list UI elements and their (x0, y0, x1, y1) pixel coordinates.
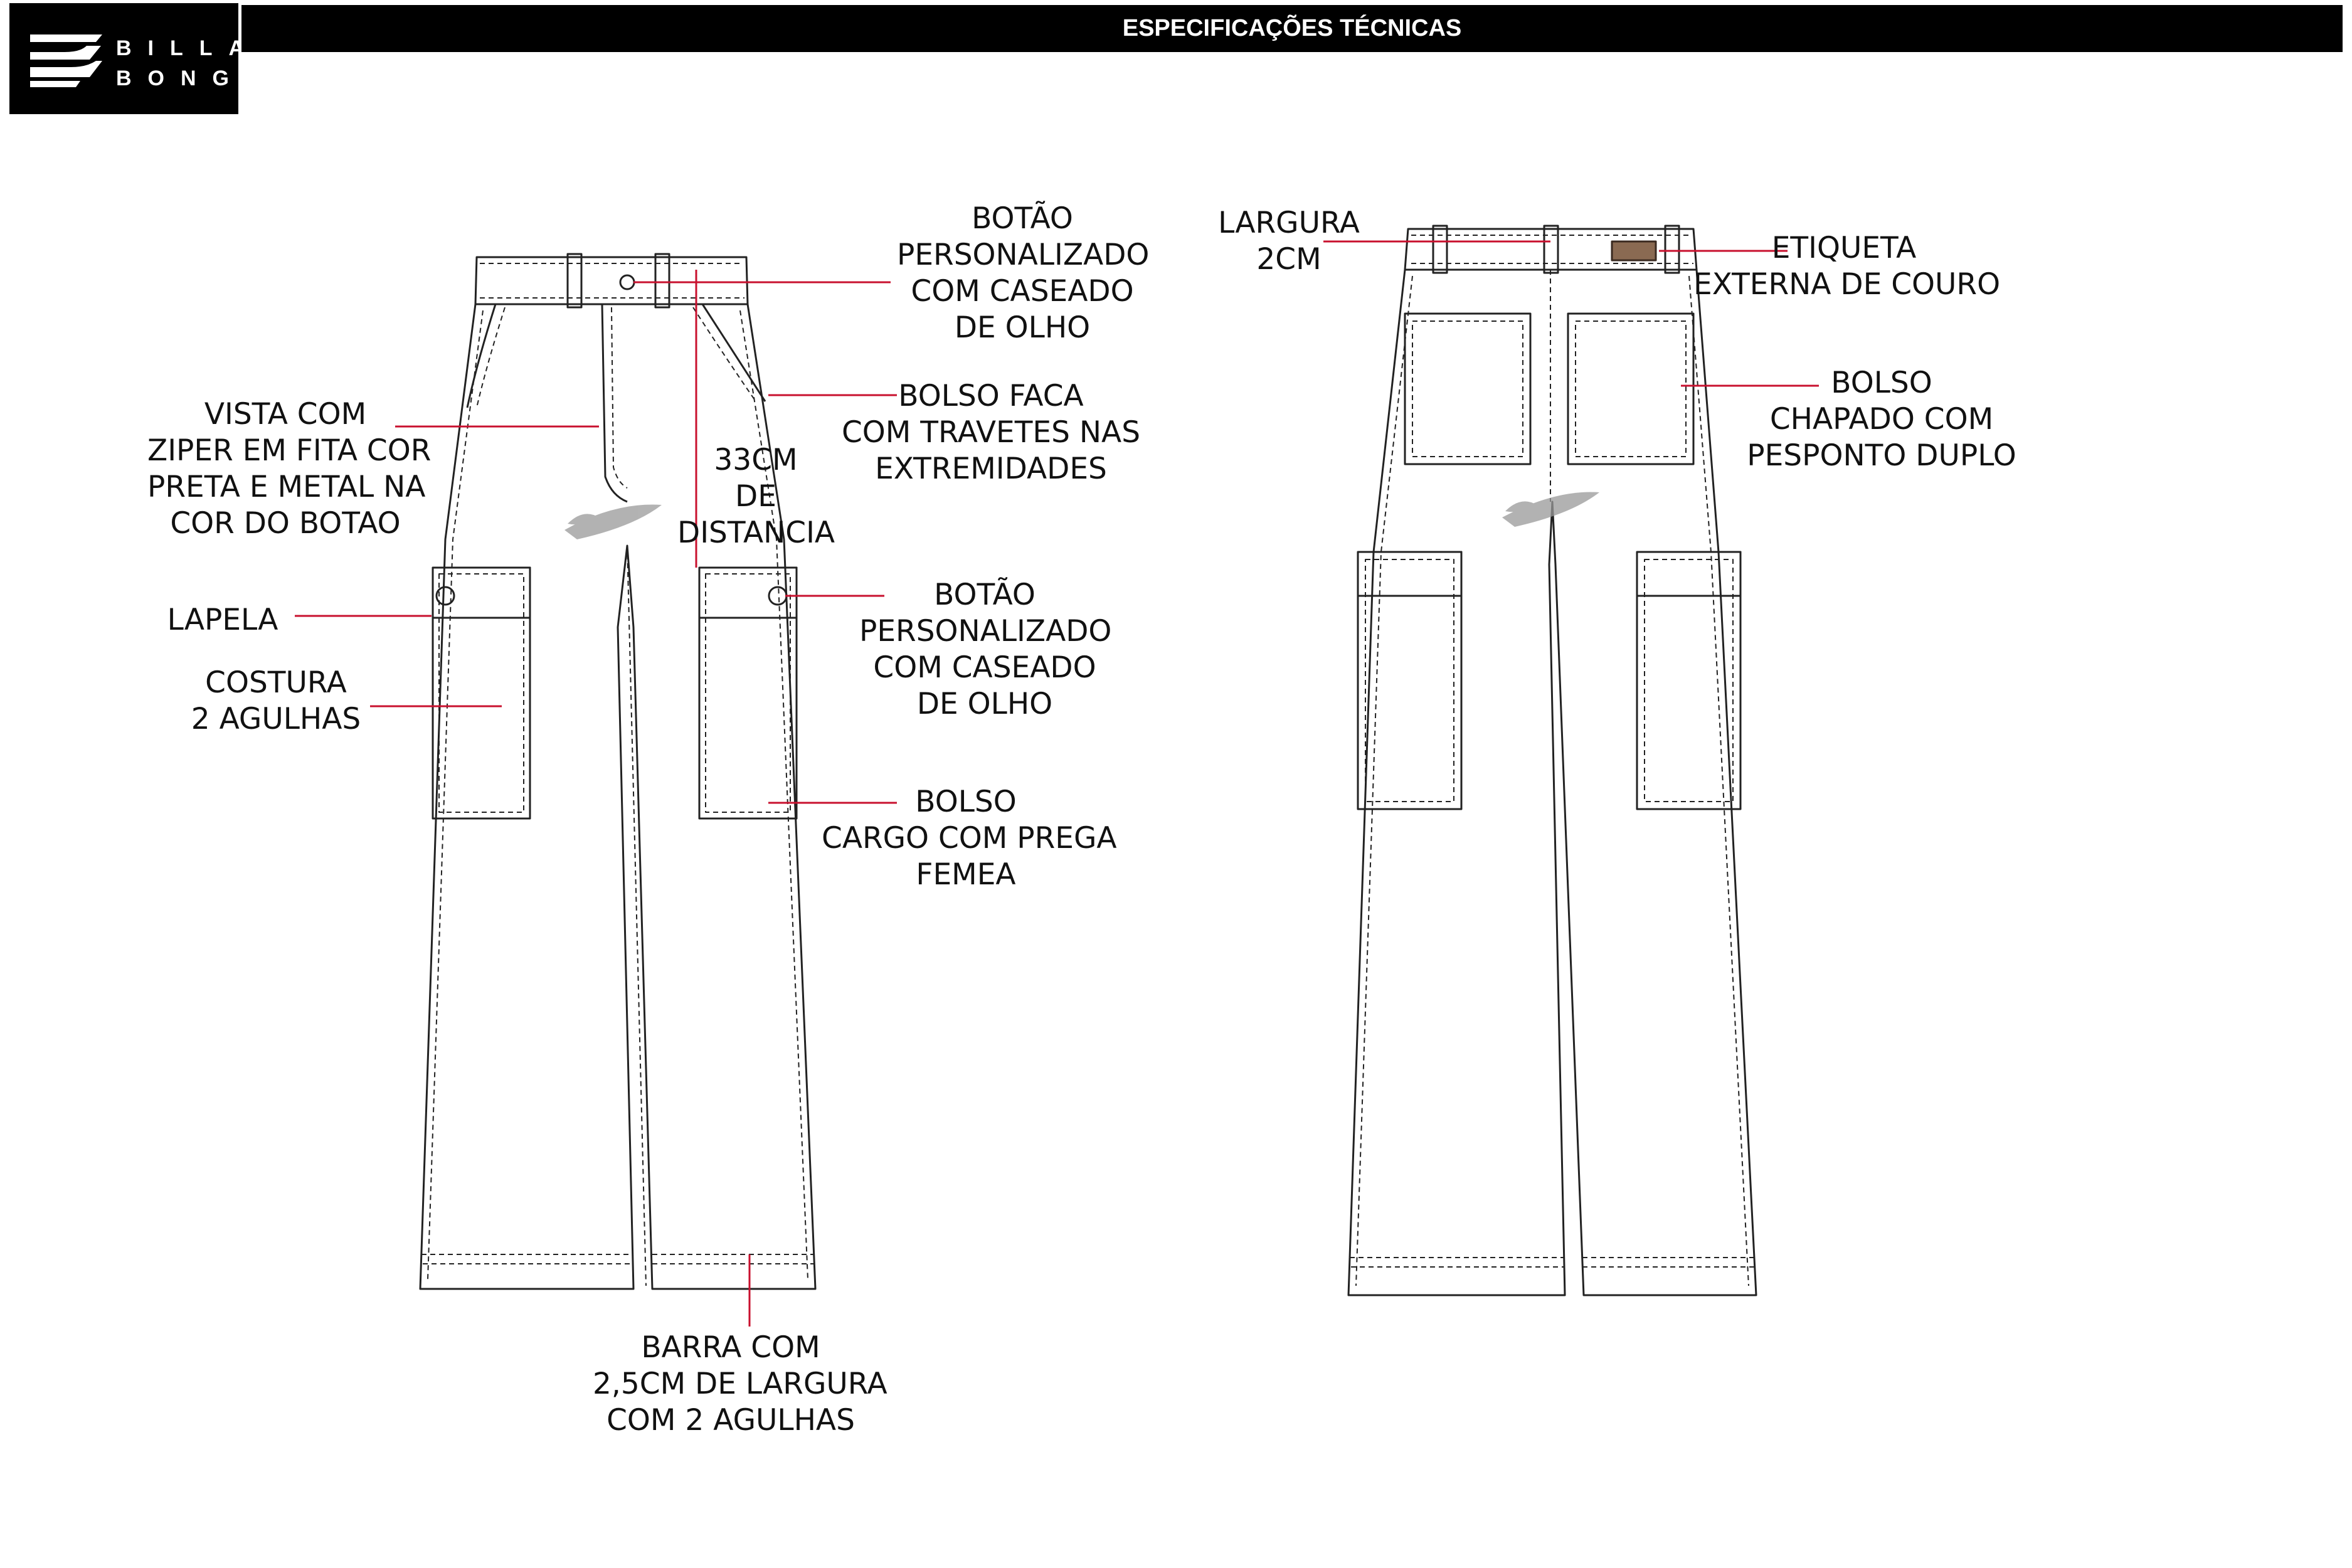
feather-logo-icon (564, 504, 662, 539)
leader-lines (295, 240, 1819, 1327)
back-pants-sketch (1347, 225, 1757, 1296)
wave-logo-icon (30, 34, 102, 87)
logo-wordmark: BILLA BONG (116, 36, 261, 90)
header-bar: ESPECIFICAÇÕES TÉCNICAS (241, 5, 2343, 52)
page-title: ESPECIFICAÇÕES TÉCNICAS (1122, 15, 1462, 41)
front-pants-sketch (419, 253, 817, 1290)
brand-logo: BILLA BONG (9, 3, 244, 114)
feather-logo-icon (1502, 492, 1599, 527)
label-flap: LAPELA (167, 603, 278, 637)
